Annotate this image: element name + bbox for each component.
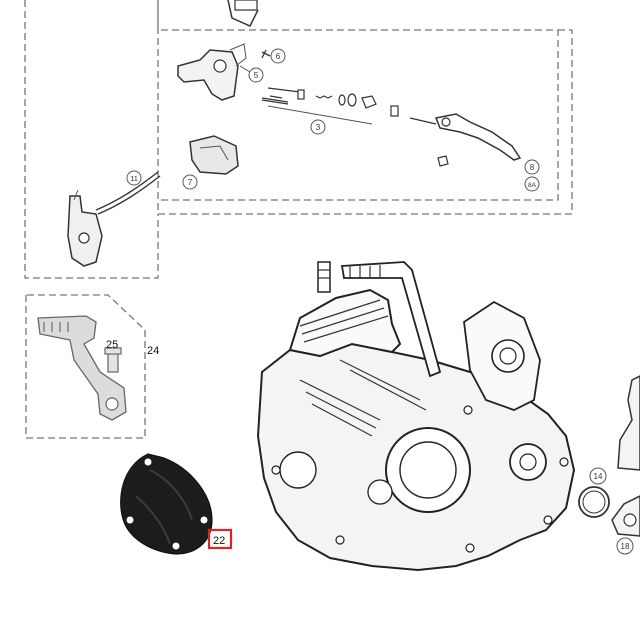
callout-8a-label: 8A [528,182,537,189]
water-pump-parts [578,375,640,537]
clutch-assembly-frame [157,0,573,215]
slave-cylinder-frame [24,0,159,279]
callout-7: 7 [182,174,198,190]
engine-block [256,261,576,572]
callout-18-label: 18 [621,542,630,551]
callout-8a: 8A [524,176,540,192]
slave-cylinder-assembly [67,171,161,267]
callout-7-label: 7 [188,178,193,187]
kickstarter-lever [37,315,127,421]
part-number-22: 22 [213,535,225,547]
callout-11-label: 11 [130,174,138,183]
kickstarter-frame [25,294,146,439]
callout-11: 11 [126,170,142,186]
clutch-lever-assembly [177,0,522,175]
callout-14: 14 [589,467,607,485]
part-number-25: 25 [106,339,118,351]
callout-8: 8 [524,159,540,175]
part-number-24: 24 [147,345,159,357]
callout-3: 3 [310,119,326,135]
callout-5: 5 [239,65,264,83]
ignition-cover [120,453,213,555]
part-22-highlight[interactable]: 22 [207,528,233,550]
callout-6: 6 [270,48,286,64]
callout-6-label: 6 [276,52,281,61]
callout-3-label: 3 [316,123,321,132]
callout-5-label: 5 [254,71,259,80]
callout-18: 18 [616,537,634,555]
highlight-box [207,528,233,550]
callout-8-label: 8 [530,163,535,172]
callout-14-label: 14 [594,472,603,481]
